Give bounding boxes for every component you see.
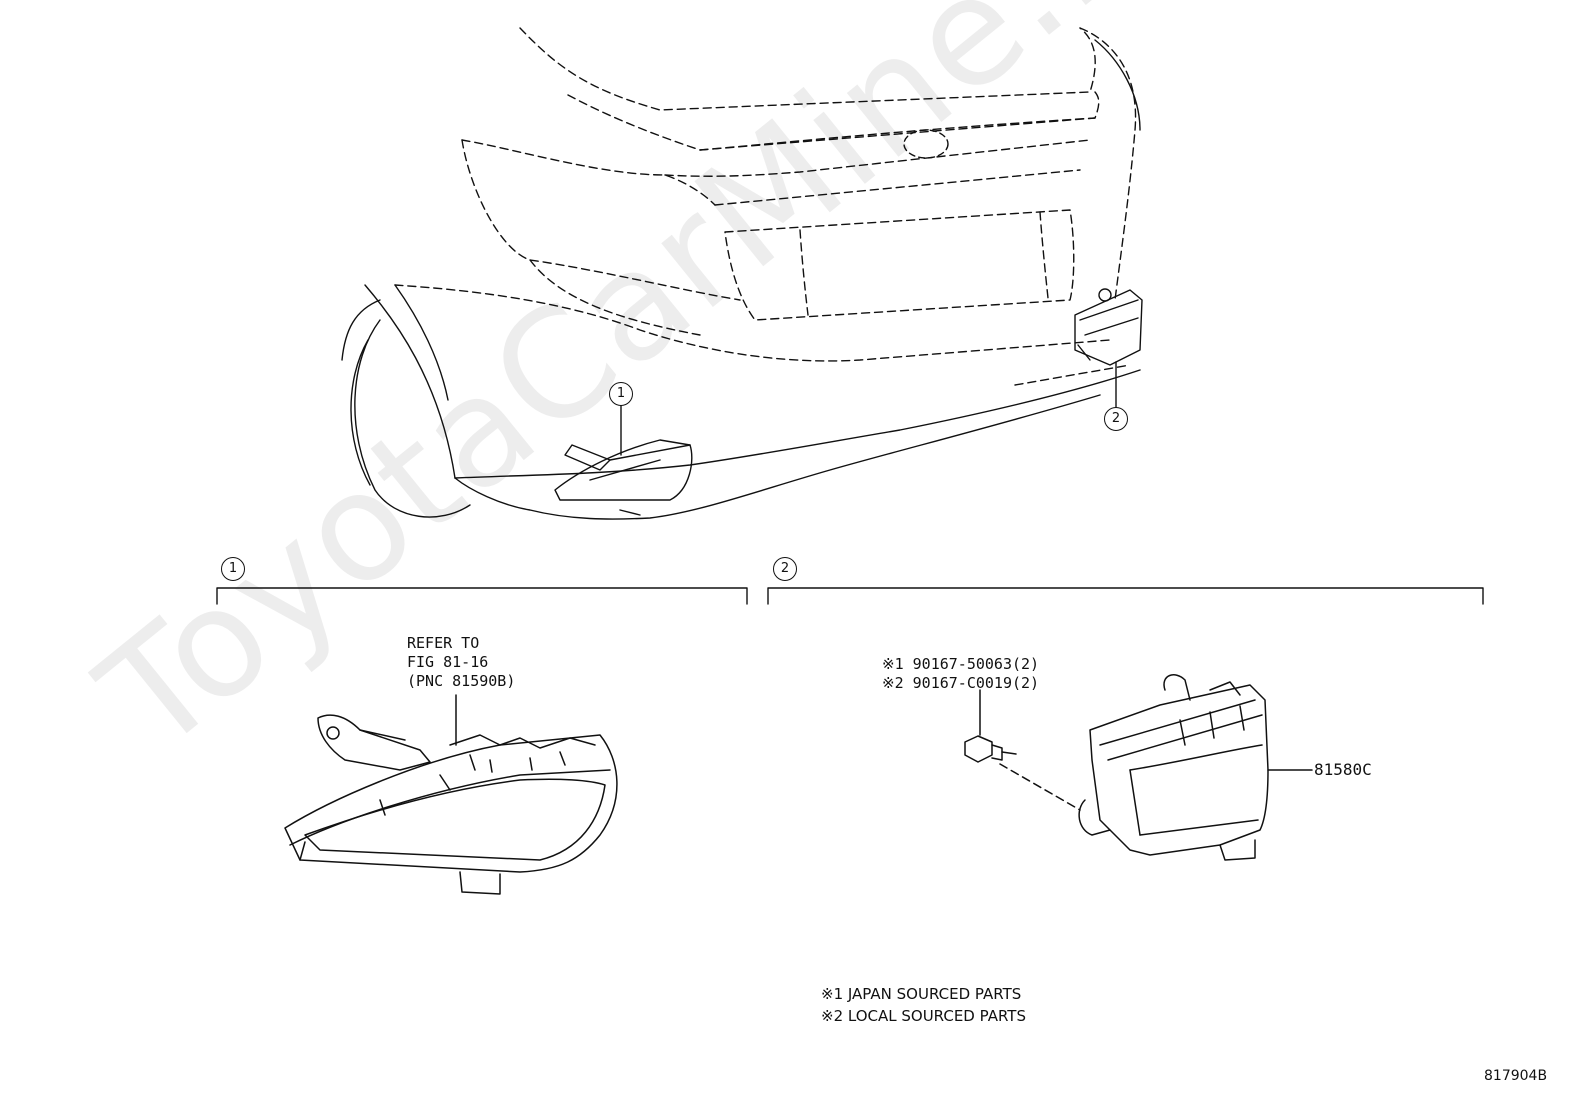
callout-2-top: 2 — [1104, 407, 1128, 431]
footnote-local: ※2 LOCAL SOURCED PARTS — [821, 1007, 1026, 1025]
lamp-assembly-1 — [284, 694, 618, 895]
footnotes: ※1 JAPAN SOURCED PARTS ※2 LOCAL SOURCED … — [821, 983, 1026, 1027]
right-lamp-on-car — [1074, 288, 1143, 366]
refer-line-3: (PNC 81590B) — [407, 672, 516, 690]
callout-1-section: 1 — [221, 557, 245, 581]
refer-label: REFER TO FIG 81-16 (PNC 81590B) — [407, 634, 515, 691]
lamp-assembly-2 — [1078, 674, 1313, 861]
figure-id: 817904B — [1484, 1068, 1548, 1084]
refer-line-1: REFER TO — [407, 634, 480, 652]
callout-1-top: 1 — [609, 382, 633, 406]
refer-line-2: FIG 81-16 — [407, 653, 489, 671]
left-lamp-on-car — [554, 439, 693, 516]
section-brackets — [216, 587, 1484, 605]
lamp-part-number: 81580C — [1314, 760, 1372, 779]
bolt-pn-japan: ※1 90167-50063(2) — [882, 655, 1040, 673]
bolt-pn-local: ※2 90167-C0019(2) — [882, 674, 1040, 692]
bolt-part-numbers: ※1 90167-50063(2) ※2 90167-C0019(2) — [882, 655, 1039, 693]
car-rear-outline — [341, 27, 1141, 520]
footnote-japan: ※1 JAPAN SOURCED PARTS — [821, 985, 1022, 1003]
bolt-part — [964, 689, 1081, 811]
callout-2-section: 2 — [773, 557, 797, 581]
